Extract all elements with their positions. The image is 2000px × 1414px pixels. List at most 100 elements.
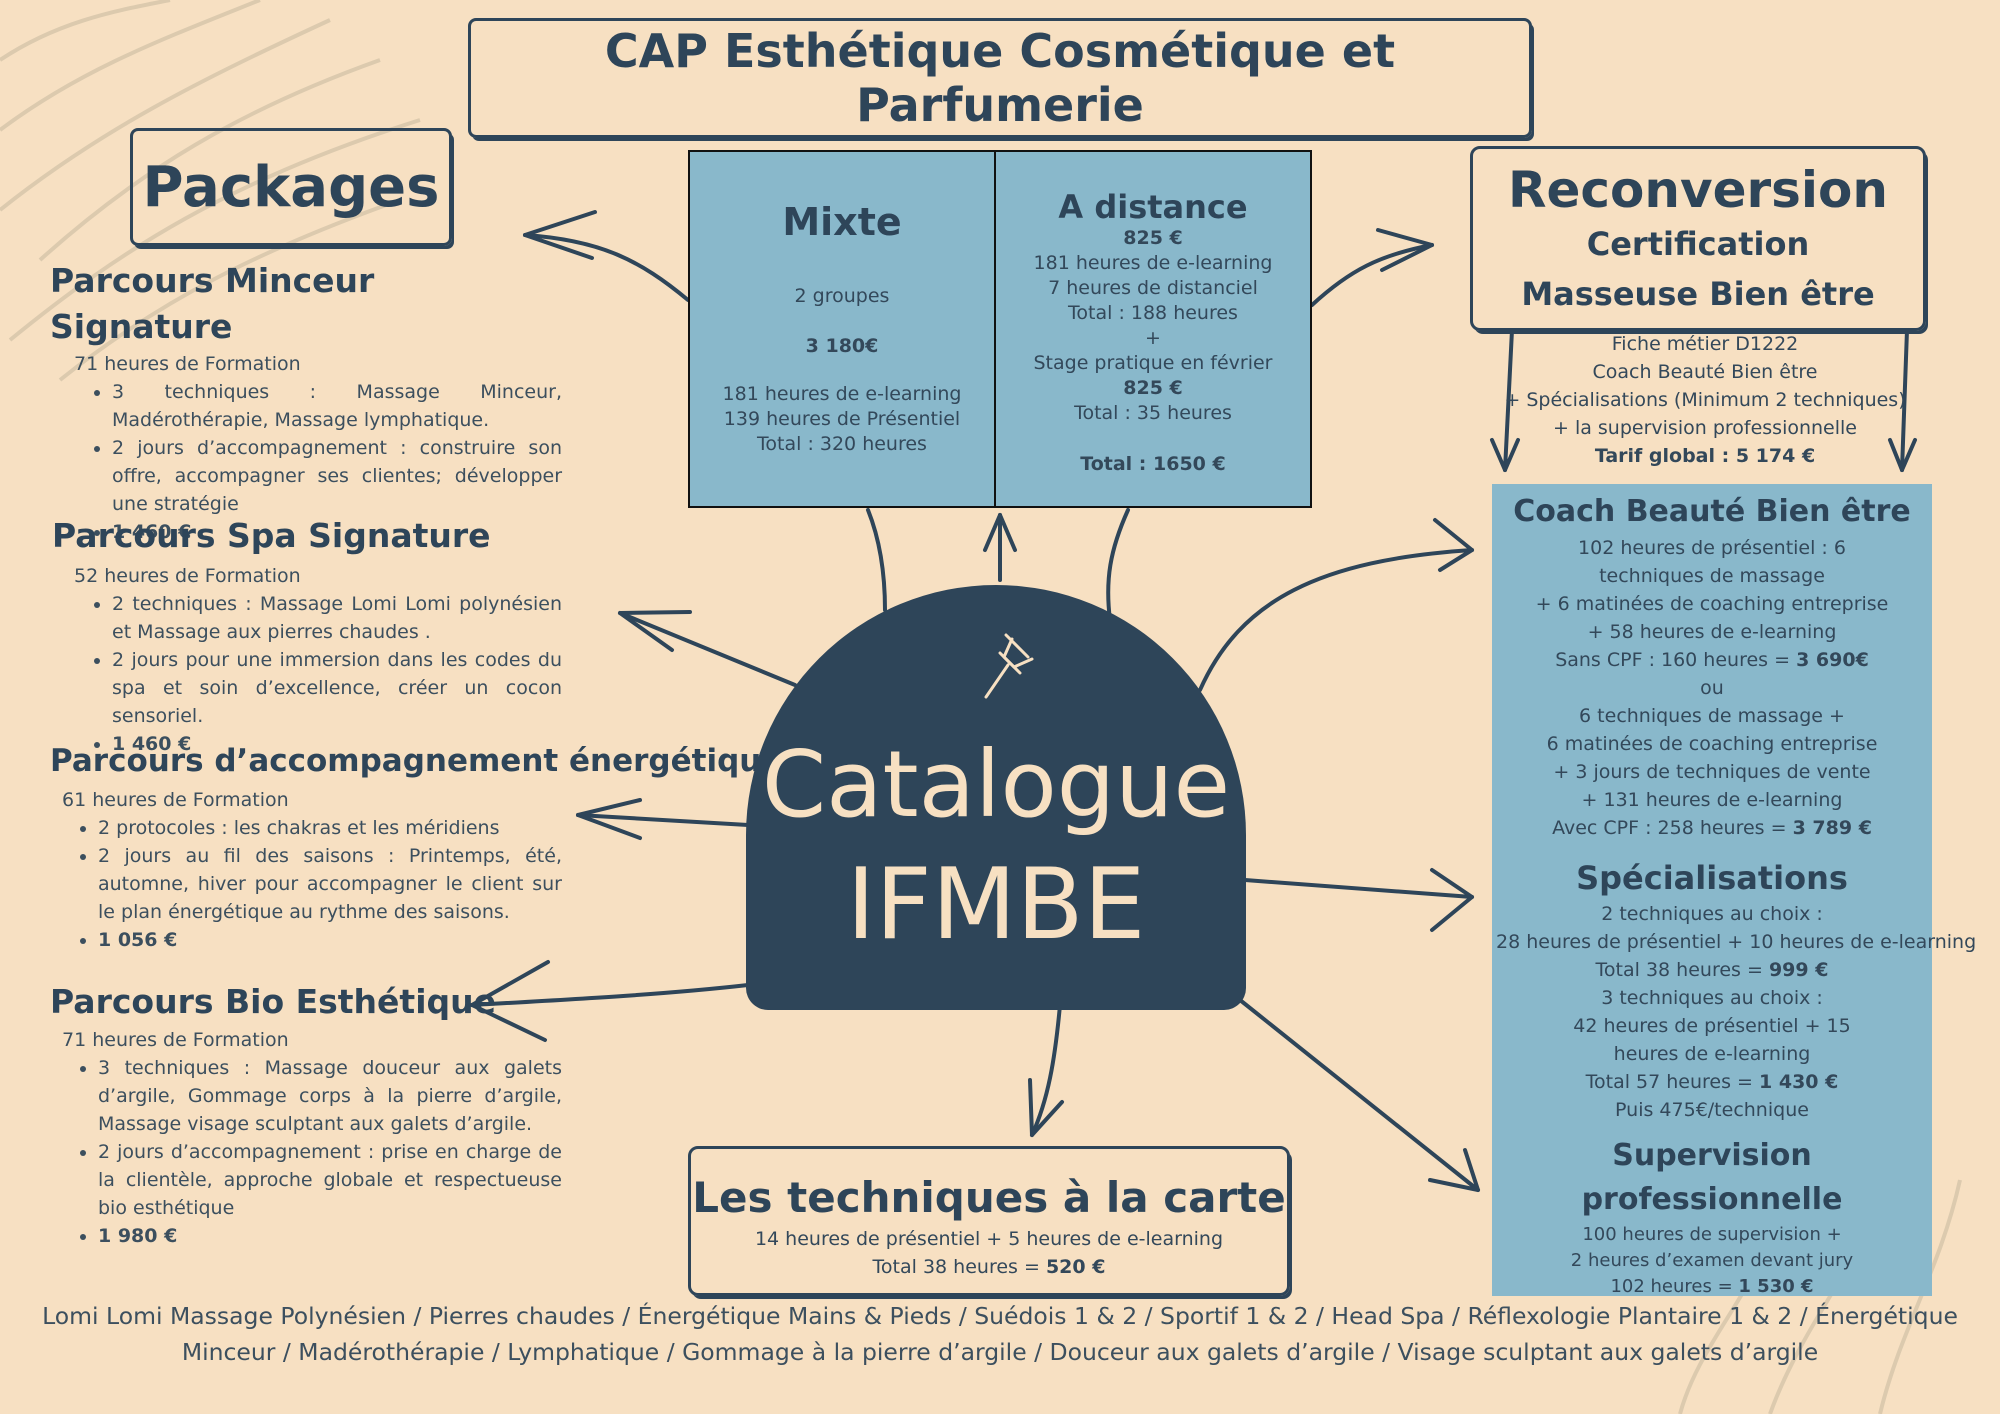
reconversion-subtitle: Certification xyxy=(1586,225,1810,263)
package-bullets: 2 protocoles : les chakras et les méridi… xyxy=(50,814,562,954)
coach-sans-cpf-label: Sans CPF : 160 heures = xyxy=(1555,649,1797,671)
reconversion-title: Reconversion xyxy=(1507,161,1888,219)
mixte-line: 139 heures de Présentiel xyxy=(723,408,961,430)
coach-line: + 6 matinées de coaching entreprise xyxy=(1535,593,1889,615)
reconversion-line: + la supervision professionnelle xyxy=(1552,417,1857,439)
reconversion-box: Reconversion Certification Masseuse Bien… xyxy=(1470,146,1926,331)
distance-line: Total : 188 heures xyxy=(1068,302,1238,324)
catalogue-title: Catalogue xyxy=(761,731,1231,838)
reconversion-line: Fiche métier D1222 xyxy=(1611,333,1799,355)
pushpin-icon xyxy=(984,633,1034,699)
package-spa: Parcours Spa Signature 52 heures de Form… xyxy=(52,510,562,758)
package-hours: 71 heures de Formation xyxy=(74,353,301,375)
page-title: CAP Esthétique Cosmétique et Parfumerie xyxy=(604,24,1396,132)
distance-line: 7 heures de distanciel xyxy=(1048,277,1258,299)
distance-line: + xyxy=(1145,327,1161,349)
spec-line: Puis 475€/technique xyxy=(1615,1099,1809,1121)
package-bullets: 3 techniques : Massage douceur aux galet… xyxy=(50,1054,562,1250)
spec-line: 3 techniques au choix : xyxy=(1601,987,1823,1009)
coach-line: + 58 heures de e-learning xyxy=(1587,621,1837,643)
coach-line: + 131 heures de e-learning xyxy=(1581,789,1843,811)
packages-title: Packages xyxy=(142,154,440,220)
list-item: 2 techniques : Massage Lomi Lomi polynés… xyxy=(112,590,562,646)
title-box: CAP Esthétique Cosmétique et Parfumerie xyxy=(468,18,1532,138)
specialisations-title: Spécialisations xyxy=(1576,859,1848,897)
package-price: 1 056 € xyxy=(98,926,562,954)
spec-total: Total 57 heures = 1 430 € xyxy=(1496,1068,1928,1096)
spec-line: 28 heures de présentiel + 10 heures de e… xyxy=(1496,931,1977,953)
spec-line: 42 heures de présentiel + 15 heures de e… xyxy=(1573,1015,1851,1065)
footer-line: Lomi Lomi Massage Polynésien / Pierres c… xyxy=(42,1302,1958,1330)
reconversion-details: Fiche métier D1222 Coach Beauté Bien êtr… xyxy=(1470,330,1940,470)
mixte-title: Mixte xyxy=(782,200,902,244)
distance-box: A distance 825 € 181 heures de e-learnin… xyxy=(994,150,1312,508)
supervision-total-price: 1 530 € xyxy=(1738,1276,1814,1297)
distance-line: Total : 35 heures xyxy=(1074,402,1232,424)
packages-title-box: Packages xyxy=(130,128,452,246)
reconversion-tarif: Tarif global : 5 174 € xyxy=(1594,445,1816,467)
mixte-groups: 2 groupes xyxy=(794,285,890,307)
list-item: 2 jours au fil des saisons : Printemps, … xyxy=(98,842,562,926)
coach-avec-cpf-price: 3 789 € xyxy=(1792,817,1872,839)
coach-avec-cpf-label: Avec CPF : 258 heures = xyxy=(1552,817,1793,839)
package-bio: Parcours Bio Esthétique 71 heures de For… xyxy=(50,978,562,1250)
coach-line: + 3 jours de techniques de vente xyxy=(1553,761,1871,783)
list-item: 2 protocoles : les chakras et les méridi… xyxy=(98,814,562,842)
catalogue-brand: IFMBE xyxy=(846,848,1146,962)
spec-total: Total 38 heures = 999 € xyxy=(1496,956,1928,984)
supervision-line: 2 heures d’examen devant jury xyxy=(1570,1250,1854,1271)
techniques-line: 14 heures de présentiel + 5 heures de e-… xyxy=(754,1228,1224,1250)
package-hours: 71 heures de Formation xyxy=(62,1029,289,1051)
coach-line: 102 heures de présentiel : 6 techniques … xyxy=(1578,537,1846,587)
package-minceur: Parcours Minceur Signature 71 heures de … xyxy=(50,258,562,546)
distance-price: 825 € xyxy=(1123,377,1183,399)
supervision-total-label: 102 heures = xyxy=(1610,1276,1739,1297)
reconversion-subtitle: Masseuse Bien être xyxy=(1521,275,1875,313)
package-name: Parcours Bio Esthétique xyxy=(50,982,497,1021)
techniques-total-label: Total 38 heures = xyxy=(872,1256,1046,1278)
package-name: Parcours Minceur Signature xyxy=(50,261,375,346)
list-item: 2 jours d’accompagnement : prise en char… xyxy=(98,1138,562,1222)
coach-avec-cpf: Avec CPF : 258 heures = 3 789 € xyxy=(1496,814,1928,842)
distance-total: Total : 1650 € xyxy=(1080,453,1226,475)
package-hours: 61 heures de Formation xyxy=(62,789,289,811)
coach-line: 6 techniques de massage + xyxy=(1579,705,1845,727)
package-price: 1 980 € xyxy=(98,1222,562,1250)
footer-techniques-list: Lomi Lomi Massage Polynésien / Pierres c… xyxy=(0,1298,2000,1370)
distance-price: 825 € xyxy=(1123,227,1183,249)
mixte-box: Mixte 2 groupes 3 180€ 181 heures de e-l… xyxy=(688,150,996,508)
techniques-title: Les techniques à la carte xyxy=(692,1173,1286,1222)
mixte-line: 181 heures de e-learning xyxy=(722,383,962,405)
package-price: 1 460 € xyxy=(112,518,562,546)
supervision-title: Supervision professionnelle xyxy=(1581,1138,1843,1217)
techniques-total: Total 38 heures = 520 € xyxy=(691,1253,1287,1281)
techniques-box: Les techniques à la carte 14 heures de p… xyxy=(688,1146,1290,1296)
coach-sans-cpf-price: 3 690€ xyxy=(1796,649,1869,671)
distance-line: Stage pratique en février xyxy=(1033,352,1273,374)
package-bullets: 2 techniques : Massage Lomi Lomi polynés… xyxy=(52,590,562,758)
package-name: Parcours Spa Signature xyxy=(52,516,491,555)
list-item: 2 jours d’accompagnement : construire so… xyxy=(112,434,562,518)
spec-total-price: 1 430 € xyxy=(1759,1071,1839,1093)
package-name: Parcours d’accompagnement énergétique xyxy=(50,743,783,779)
spec-line: 2 techniques au choix : xyxy=(1601,903,1823,925)
distance-title: A distance xyxy=(1058,188,1248,226)
package-hours: 52 heures de Formation xyxy=(74,565,301,587)
spec-total-label: Total 57 heures = xyxy=(1585,1071,1760,1093)
mixte-lines: 181 heures de e-learning 139 heures de P… xyxy=(690,382,994,457)
distance-line: 181 heures de e-learning xyxy=(1033,252,1273,274)
supervision-line: 100 heures de supervision + xyxy=(1582,1224,1842,1245)
list-item: 2 jours pour une immersion dans les code… xyxy=(112,646,562,730)
catalogue-arch: Catalogue IFMBE xyxy=(746,585,1246,1010)
list-item: 3 techniques : Massage douceur aux galet… xyxy=(98,1054,562,1138)
spec-total-label: Total 38 heures = xyxy=(1595,959,1769,981)
list-item: 3 techniques : Massage Minceur, Madéroth… xyxy=(112,378,562,434)
coach-line: 6 matinées de coaching entreprise xyxy=(1546,733,1878,755)
coach-or: ou xyxy=(1700,677,1724,699)
reconversion-line: + Spécialisations (Minimum 2 techniques) xyxy=(1504,389,1906,411)
right-panel: Coach Beauté Bien être 102 heures de pré… xyxy=(1492,484,1977,1297)
mixte-line: Total : 320 heures xyxy=(757,433,927,455)
footer-line: Minceur / Madérothérapie / Lymphatique /… xyxy=(181,1338,1819,1366)
